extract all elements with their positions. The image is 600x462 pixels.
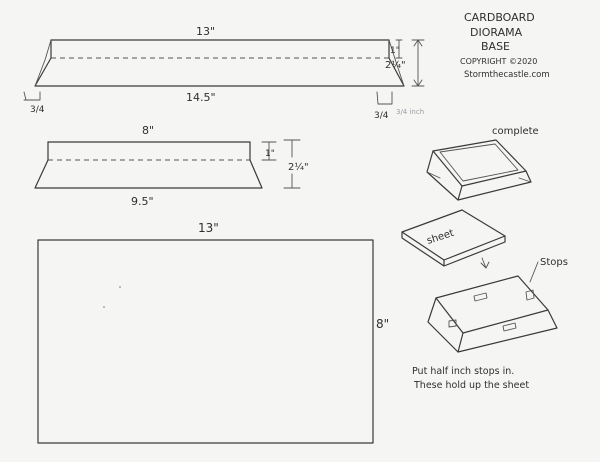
long-side-left-flare: 3/4	[30, 105, 45, 115]
complete-box-flare	[426, 171, 532, 183]
title-block: CARDBOARD DIORAMA BASE COPYRIGHT ©2020 S…	[460, 11, 550, 80]
short-side-total-dimension	[283, 139, 301, 189]
stops-label: Stops	[540, 257, 568, 268]
long-side-fold-dimension	[395, 39, 403, 59]
long-side-left-flare-bracket	[23, 91, 41, 101]
short-side-fold-dimension	[261, 141, 277, 161]
complete-label: complete	[492, 126, 539, 137]
base-sheet-width: 13"	[198, 221, 219, 235]
long-side-right-flare: 3/4	[374, 111, 389, 121]
title-line-2: DIORAMA	[470, 26, 523, 39]
note-line-1: Put half inch stops in.	[412, 366, 514, 377]
short-side-bottom-length: 9.5"	[131, 195, 154, 208]
complete-box-sketch: complete	[426, 126, 539, 201]
base-sheet-rectangle	[37, 239, 374, 444]
down-arrow	[480, 257, 490, 269]
long-side-faint-note: 3/4 inch	[396, 108, 424, 116]
long-side-right-taper	[388, 39, 405, 87]
short-side-diagram: 8" 9.5" 1" 2¼"	[34, 124, 309, 208]
long-side-flared-bottom	[34, 57, 405, 87]
sheet-label: sheet	[426, 228, 456, 247]
open-box-rim	[435, 275, 549, 334]
short-side-top-length: 8"	[142, 124, 154, 137]
long-side-fold-ends	[50, 39, 390, 59]
site-line: Stormthecastle.com	[464, 70, 550, 80]
long-side-right-flare-bracket	[376, 91, 393, 105]
long-side-diagram: 13" 14.5" 1" 2¼" 3/4 3/4 3/4 inch	[23, 25, 425, 121]
long-side-fold-height: 1"	[390, 46, 400, 56]
complete-box-sides	[426, 150, 532, 201]
note-line-2: These hold up the sheet	[413, 380, 529, 391]
paper-speck	[119, 286, 121, 288]
title-line-1: CARDBOARD	[464, 11, 535, 24]
stop-tabs	[448, 289, 535, 332]
long-side-top-length: 13"	[196, 25, 215, 38]
title-line-3: BASE	[481, 40, 510, 53]
sheet-sketch: sheet	[401, 209, 506, 269]
copyright-line: COPYRIGHT ©2020	[460, 57, 537, 66]
open-box-with-stops-sketch: Stops	[427, 257, 568, 353]
long-side-bottom-length: 14.5"	[186, 91, 216, 104]
base-sheet-diagram: 13" 8"	[37, 221, 389, 444]
long-side-total-dimension	[411, 39, 425, 87]
long-side-left-taper	[34, 39, 52, 87]
short-side-flared-bottom	[34, 159, 263, 189]
complete-box-inner	[439, 143, 519, 182]
short-side-total-height: 2¼"	[288, 161, 309, 173]
sheet-panel-edge	[401, 231, 506, 267]
base-sheet-height: 8"	[376, 317, 389, 331]
short-side-fold-height: 1"	[265, 149, 275, 159]
paper-speck	[103, 306, 105, 308]
short-side-fold-ends	[47, 141, 251, 161]
long-side-total-height: 2¼"	[385, 59, 406, 71]
open-box-sides	[427, 297, 558, 353]
stops-pointer	[529, 261, 539, 283]
